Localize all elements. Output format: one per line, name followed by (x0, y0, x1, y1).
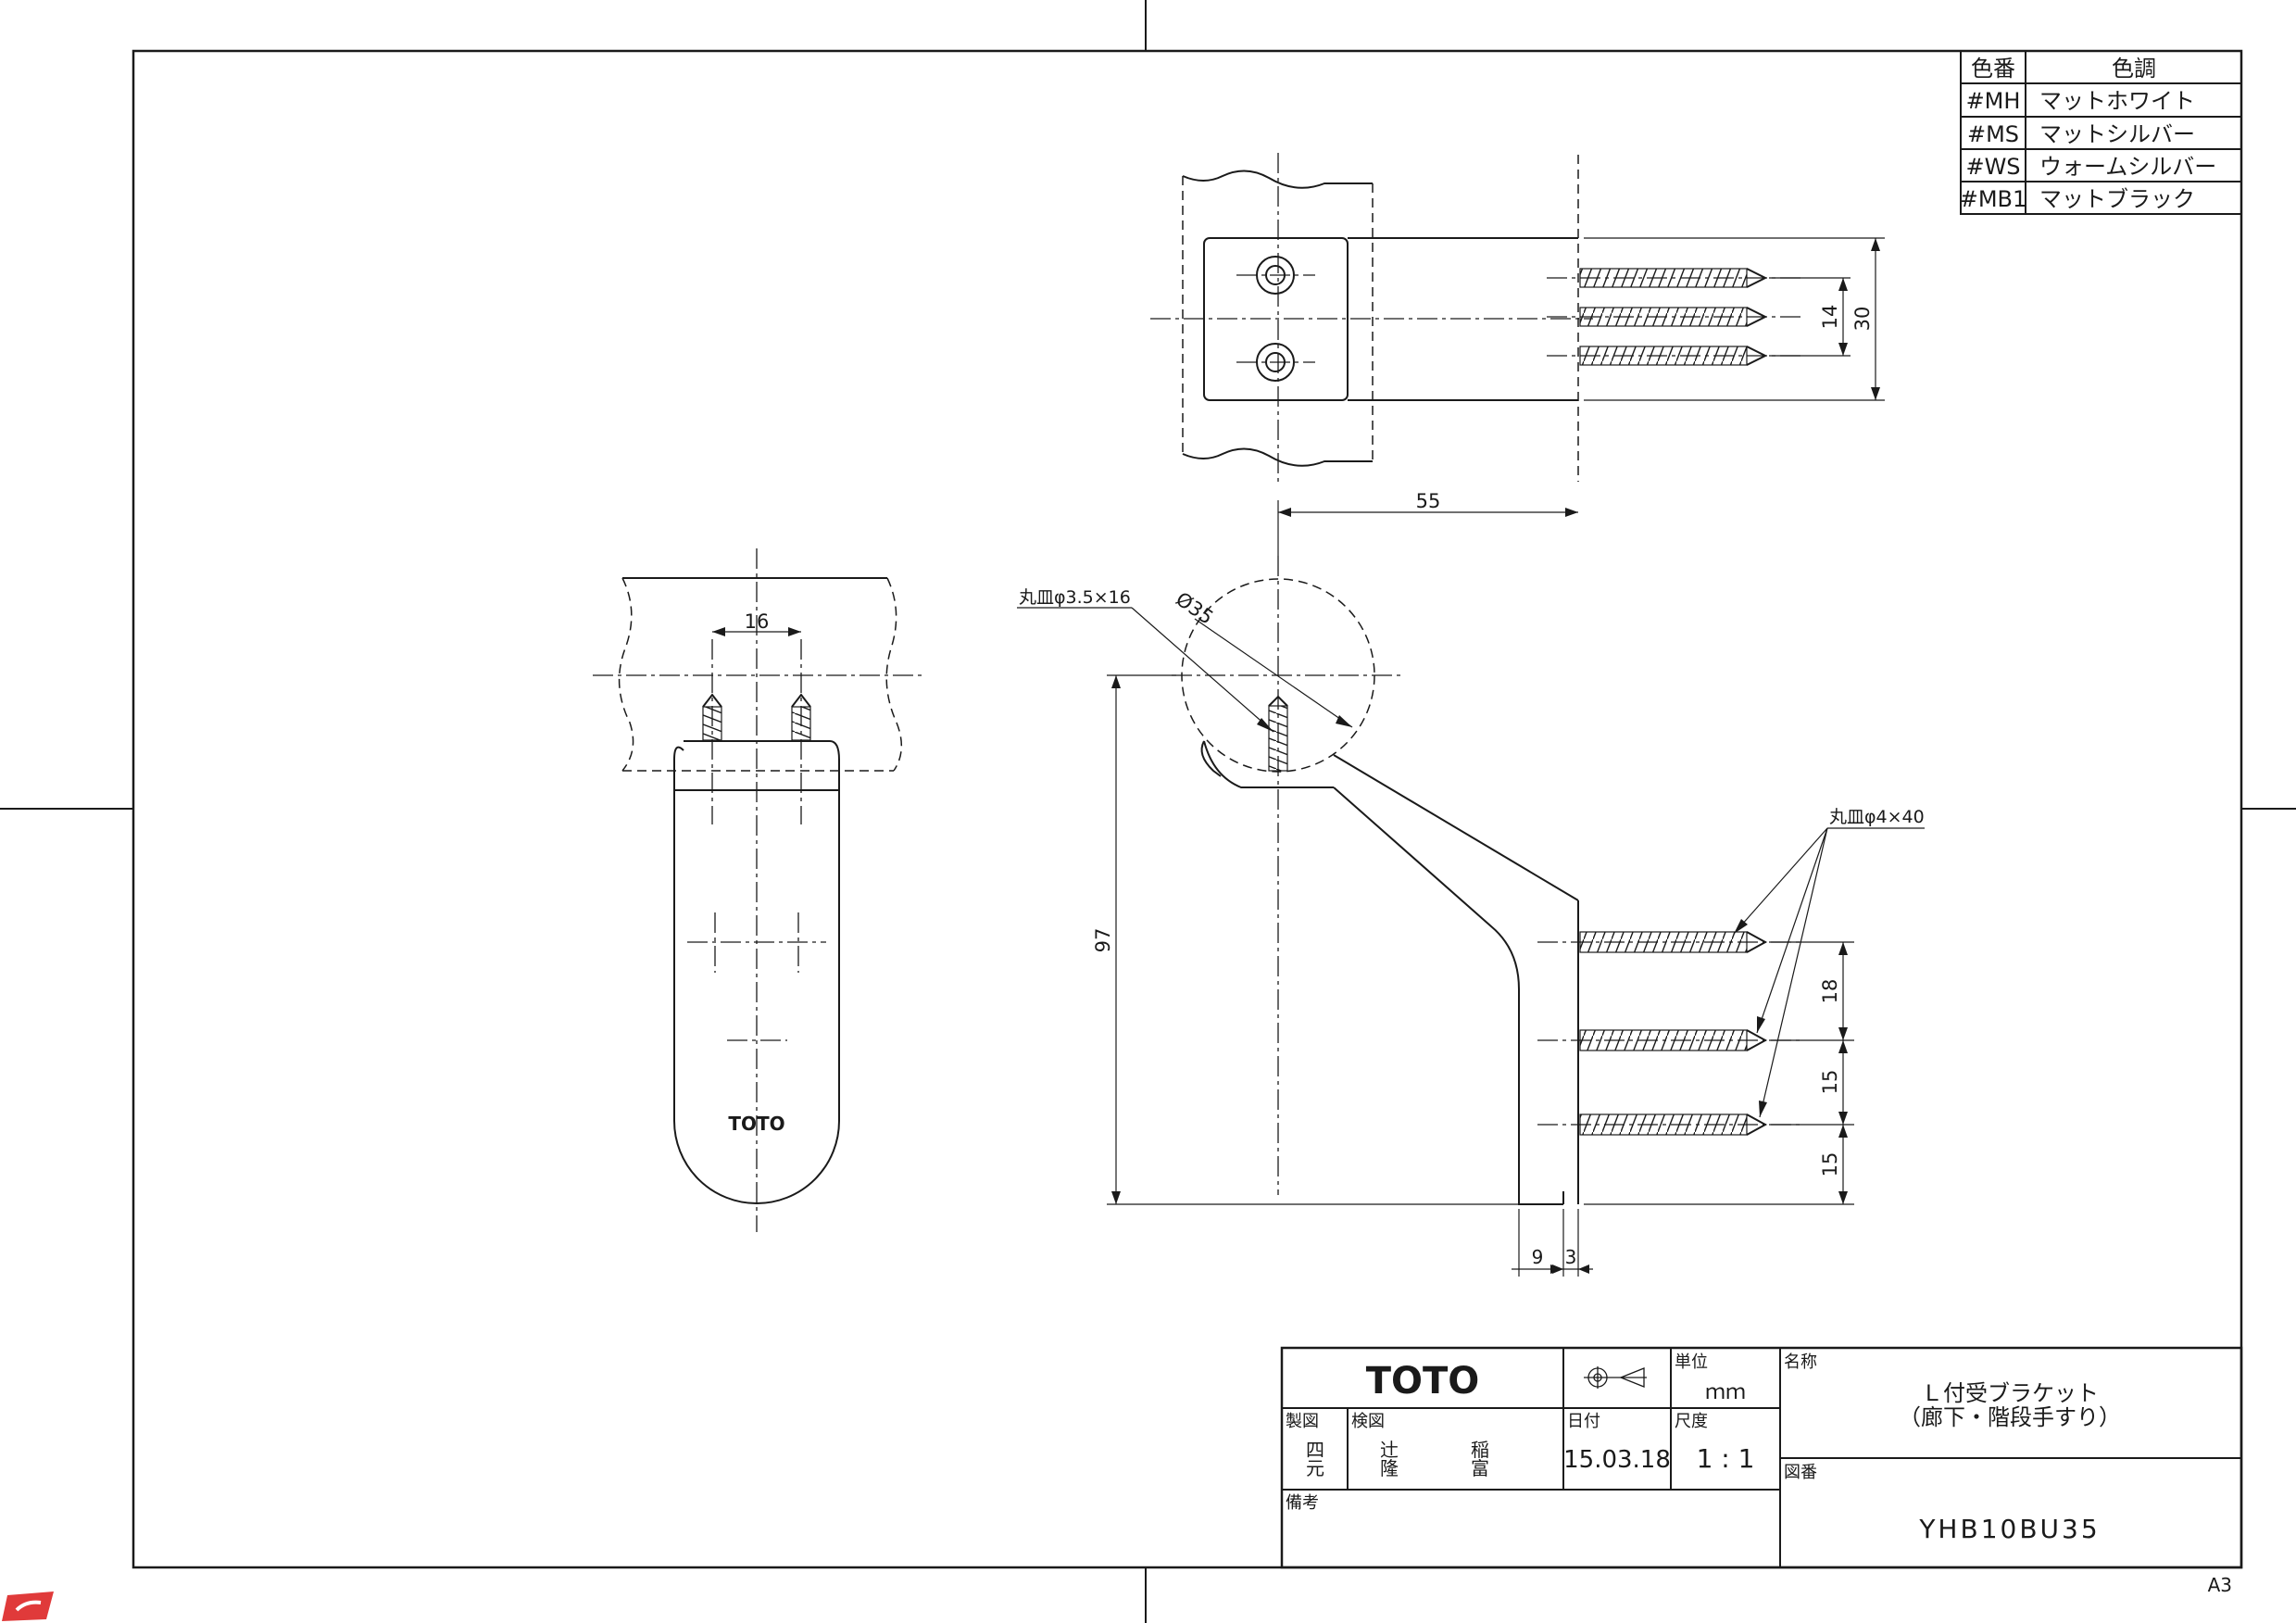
color-code: #WS (1965, 154, 2020, 180)
color-code: #MH (1966, 88, 2021, 114)
color-code: #MB1 (1960, 186, 2027, 212)
dim-16: 16 (745, 610, 770, 633)
color-name: マットホワイト (2039, 88, 2195, 114)
color-table: 色番 色調 #MH マットホワイト #MS マットシルバー #WS ウォームシル… (1960, 50, 2242, 215)
name-line1: Ｌ付受ブラケット (1921, 1380, 2099, 1406)
dim-30: 30 (1851, 307, 1874, 332)
scale-value: 1 : 1 (1697, 1443, 1755, 1474)
dim-9: 9 (1532, 1246, 1544, 1268)
front-view: 16 TOTO (593, 548, 922, 1232)
dim-97: 97 (1092, 928, 1114, 953)
color-code: #MS (1967, 121, 2019, 147)
name-line2: （廊下・階段手すり） (1899, 1404, 2121, 1430)
checked-name-b1: 稲 (1471, 1439, 1489, 1461)
color-name: ウォームシルバー (2039, 154, 2216, 180)
title-block: TOTO 単位 ｍｍ 名称 Ｌ付受ブラケット （廊下・階段手すり） 製図 四 元… (1280, 1346, 2243, 1569)
checked-name-a2: 隆 (1380, 1457, 1399, 1479)
dim-14: 14 (1819, 305, 1841, 330)
callout-large-screw: 丸皿φ4×40 (1829, 807, 1925, 827)
date-value: 15.03.18 (1563, 1446, 1671, 1474)
remarks-label: 備考 (1286, 1493, 1319, 1513)
drawn-label: 製図 (1286, 1412, 1319, 1431)
watermark-logo-icon (2, 1592, 54, 1621)
drawn-name-1: 四 (1306, 1439, 1324, 1461)
checked-name-b2: 富 (1471, 1457, 1489, 1479)
color-name: マットブラック (2039, 186, 2195, 212)
projection-symbol-icon (1584, 1366, 1647, 1389)
color-name: マットシルバー (2039, 121, 2195, 147)
dim-15-upper: 15 (1819, 1070, 1841, 1095)
scale-label: 尺度 (1675, 1412, 1708, 1431)
top-view: 14 30 (1150, 153, 1885, 482)
title-logo: TOTO (1366, 1360, 1480, 1403)
unit-value: ｍｍ (1705, 1381, 1746, 1404)
dim-15-lower: 15 (1819, 1152, 1841, 1177)
drawn-name-2: 元 (1306, 1457, 1324, 1479)
dim-3: 3 (1565, 1246, 1577, 1268)
date-label: 日付 (1567, 1412, 1600, 1431)
dim-18: 18 (1819, 979, 1841, 1004)
checked-name-a1: 辻 (1380, 1439, 1399, 1461)
color-header-code: 色番 (1971, 56, 2015, 82)
name-label: 名称 (1784, 1352, 1817, 1372)
unit-label: 単位 (1675, 1352, 1708, 1372)
drawing-no-label: 図番 (1784, 1463, 1817, 1482)
color-header-tone: 色調 (2112, 56, 2156, 82)
side-view: 55 Ø35 丸皿φ3.5×16 丸皿φ4×40 (1017, 490, 1925, 1277)
drawing-number: YHB10BU35 (1918, 1514, 2100, 1544)
callout-small-screw: 丸皿φ3.5×16 (1019, 587, 1131, 608)
dim-diameter-35: Ø35 (1172, 587, 1217, 628)
checked-label: 検図 (1351, 1412, 1385, 1431)
sheet-size: A3 (2208, 1574, 2232, 1596)
front-logo: TOTO (728, 1113, 784, 1135)
dim-55: 55 (1416, 490, 1441, 512)
